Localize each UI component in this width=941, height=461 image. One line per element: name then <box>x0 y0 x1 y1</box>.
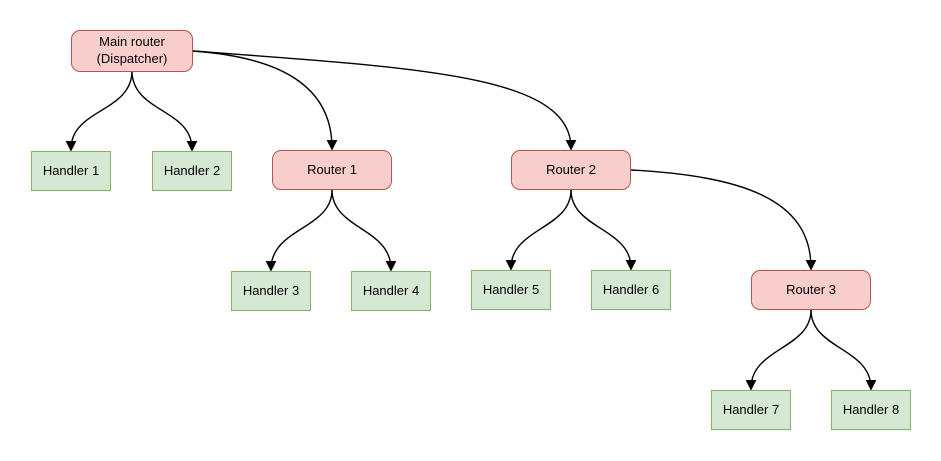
edge-main-router-to-handler-2 <box>131 70 198 152</box>
node-handler-6[interactable]: Handler 6 <box>591 270 671 310</box>
node-handler-2[interactable]: Handler 2 <box>152 151 232 191</box>
node-router-3[interactable]: Router 3 <box>751 270 871 310</box>
edge-router-2-to-handler-5 <box>505 189 572 271</box>
node-handler-1-label: Handler 1 <box>42 162 100 178</box>
node-handler-4-label: Handler 4 <box>362 282 420 298</box>
node-handler-3-label: Handler 3 <box>242 282 300 298</box>
edge-main-router-to-router-1 <box>192 50 338 151</box>
edge-main-router-to-router-2 <box>192 50 577 151</box>
node-router-3-label: Router 3 <box>786 281 836 297</box>
node-handler-4[interactable]: Handler 4 <box>351 271 431 311</box>
node-handler-7-label: Handler 7 <box>722 401 780 417</box>
edge-router-3-to-handler-7 <box>745 309 812 391</box>
edge-router-1-to-handler-4 <box>331 189 397 272</box>
node-handler-7[interactable]: Handler 7 <box>711 390 791 430</box>
node-router-2-label: Router 2 <box>546 161 596 177</box>
edge-router-2-to-handler-6 <box>570 189 637 271</box>
node-router-2[interactable]: Router 2 <box>511 150 631 190</box>
node-handler-8[interactable]: Handler 8 <box>831 390 911 430</box>
node-handler-8-label: Handler 8 <box>842 401 900 417</box>
node-handler-2-label: Handler 2 <box>163 162 221 178</box>
node-main-router-label: Main router (Dispatcher) <box>96 34 168 66</box>
node-router-1-label: Router 1 <box>307 161 357 177</box>
edge-main-router-to-handler-1 <box>65 70 133 152</box>
node-handler-6-label: Handler 6 <box>602 281 660 297</box>
edge-router-2-to-router-3 <box>630 169 817 271</box>
node-handler-5-label: Handler 5 <box>482 281 540 297</box>
node-router-1[interactable]: Router 1 <box>272 150 392 190</box>
edge-router-1-to-handler-3 <box>265 189 333 272</box>
edge-router-3-to-handler-8 <box>810 309 877 391</box>
node-handler-1[interactable]: Handler 1 <box>31 151 111 191</box>
node-handler-3[interactable]: Handler 3 <box>231 271 311 311</box>
node-main-router[interactable]: Main router (Dispatcher) <box>71 30 193 72</box>
node-handler-5[interactable]: Handler 5 <box>471 270 551 310</box>
